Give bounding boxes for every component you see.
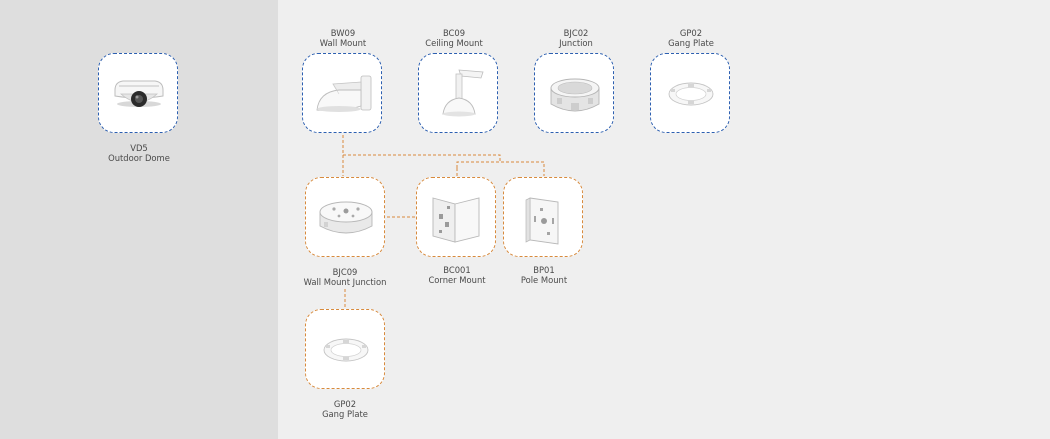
wall-mount-icon — [316, 75, 372, 112]
bc09-tile[interactable] — [418, 53, 498, 133]
wall-mount-junction-icon — [319, 201, 373, 234]
bp01-name: Pole Mount — [520, 274, 568, 285]
bjc09-name: Wall Mount Junction — [303, 276, 387, 287]
ceiling-mount-icon — [442, 69, 484, 117]
gp02-top-tile[interactable] — [650, 53, 730, 133]
bjc02-code: BJC02 — [563, 28, 589, 38]
vd5-tile[interactable] — [98, 53, 178, 133]
vd5-name: Outdoor Dome — [108, 152, 170, 163]
bc09-name: Ceiling Mount — [425, 37, 483, 48]
gp02-bottom-tile[interactable] — [305, 309, 385, 389]
corner-mount-icon — [432, 197, 480, 243]
bc001-code: BC001 — [443, 265, 471, 275]
bjc02-name: Junction — [559, 37, 593, 48]
gang-plate-icon — [668, 82, 714, 106]
bp01-code: BP01 — [533, 265, 555, 275]
pole-mount-icon — [525, 197, 559, 245]
bc001-label: BC001 Corner Mount — [387, 265, 527, 285]
connector-bw09-branch — [343, 154, 501, 162]
gp02-bottom-name: Gang Plate — [322, 408, 368, 419]
bc001-name: Corner Mount — [428, 274, 486, 285]
bp01-tile[interactable] — [503, 177, 583, 257]
bw09-label: BW09 Wall Mount — [273, 28, 413, 48]
gang-plate-icon — [323, 338, 369, 362]
vd5-code: VD5 — [130, 143, 148, 153]
bw09-tile[interactable] — [302, 53, 382, 133]
bc09-code: BC09 — [442, 28, 466, 38]
bjc02-tile[interactable] — [534, 53, 614, 133]
connector-branch-split — [456, 161, 545, 176]
bp01-label: BP01 Pole Mount — [474, 265, 614, 285]
dome-camera-icon — [114, 80, 164, 107]
bjc09-label: BJC09 Wall Mount Junction — [275, 267, 415, 287]
bjc02-label: BJC02 Junction — [506, 28, 646, 48]
gp02-top-name: Gang Plate — [668, 37, 714, 48]
junction-box-icon — [550, 78, 600, 112]
bc09-label: BC09 Ceiling Mount — [384, 28, 524, 48]
bjc09-code: BJC09 — [332, 267, 358, 277]
bjc09-tile[interactable] — [305, 177, 385, 257]
gp02-bottom-code: GP02 — [333, 399, 357, 409]
bw09-name: Wall Mount — [319, 37, 367, 48]
gp02-top-label: GP02 Gang Plate — [621, 28, 761, 48]
gp02-bottom-label: GP02 Gang Plate — [275, 399, 415, 419]
bw09-code: BW09 — [330, 28, 356, 38]
bc001-tile[interactable] — [416, 177, 496, 257]
vd5-label: VD5 Outdoor Dome — [69, 143, 209, 163]
gp02-top-code: GP02 — [679, 28, 703, 38]
